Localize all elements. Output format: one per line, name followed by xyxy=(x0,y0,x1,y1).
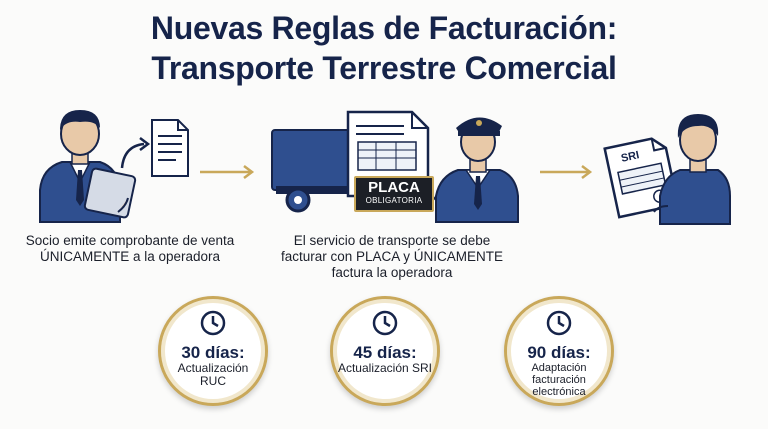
deadline-task: Actualización RUC xyxy=(177,361,249,388)
page-title: Nuevas Reglas de Facturación: Transporte… xyxy=(0,8,768,88)
person-tablet-icon xyxy=(39,110,137,223)
deadline-badge-30: 30 días: Actualización RUC xyxy=(158,296,268,406)
step-1-caption: Socio emite comprobante de venta ÚNICAME… xyxy=(25,233,235,264)
deadline-badge-90: 90 días: Adaptación facturación electrón… xyxy=(504,296,614,406)
document-icon xyxy=(151,119,189,177)
deadline-task: Adaptación facturación electrónica xyxy=(531,362,587,398)
step-2-caption: El servicio de transporte se debe factur… xyxy=(280,233,504,280)
arrow-right-icon xyxy=(540,165,593,179)
plate-sign: PLACA OBLIGATORIA xyxy=(354,176,434,212)
clock-icon xyxy=(200,310,226,336)
plate-sub-text: OBLIGATORIA xyxy=(365,196,423,205)
police-officer-icon xyxy=(428,117,519,223)
curved-arrow-icon xyxy=(120,137,151,169)
deadline-period: 90 días: xyxy=(527,343,591,362)
deadline-period: 45 días: xyxy=(353,343,417,362)
person-icon xyxy=(653,114,731,225)
deadline-task: Actualización SRI xyxy=(337,361,433,375)
arrow-right-icon xyxy=(200,165,255,179)
clock-icon xyxy=(372,310,398,336)
plate-main-text: PLACA xyxy=(368,179,420,196)
deadline-period: 30 días: xyxy=(181,343,245,362)
clock-icon xyxy=(546,310,572,336)
title-line-2: Transporte Terrestre Comercial xyxy=(151,50,617,86)
invoice-icon xyxy=(346,110,430,198)
deadline-badge-45: 45 días: Actualización SRI xyxy=(330,296,440,406)
title-line-1: Nuevas Reglas de Facturación: xyxy=(150,10,618,46)
